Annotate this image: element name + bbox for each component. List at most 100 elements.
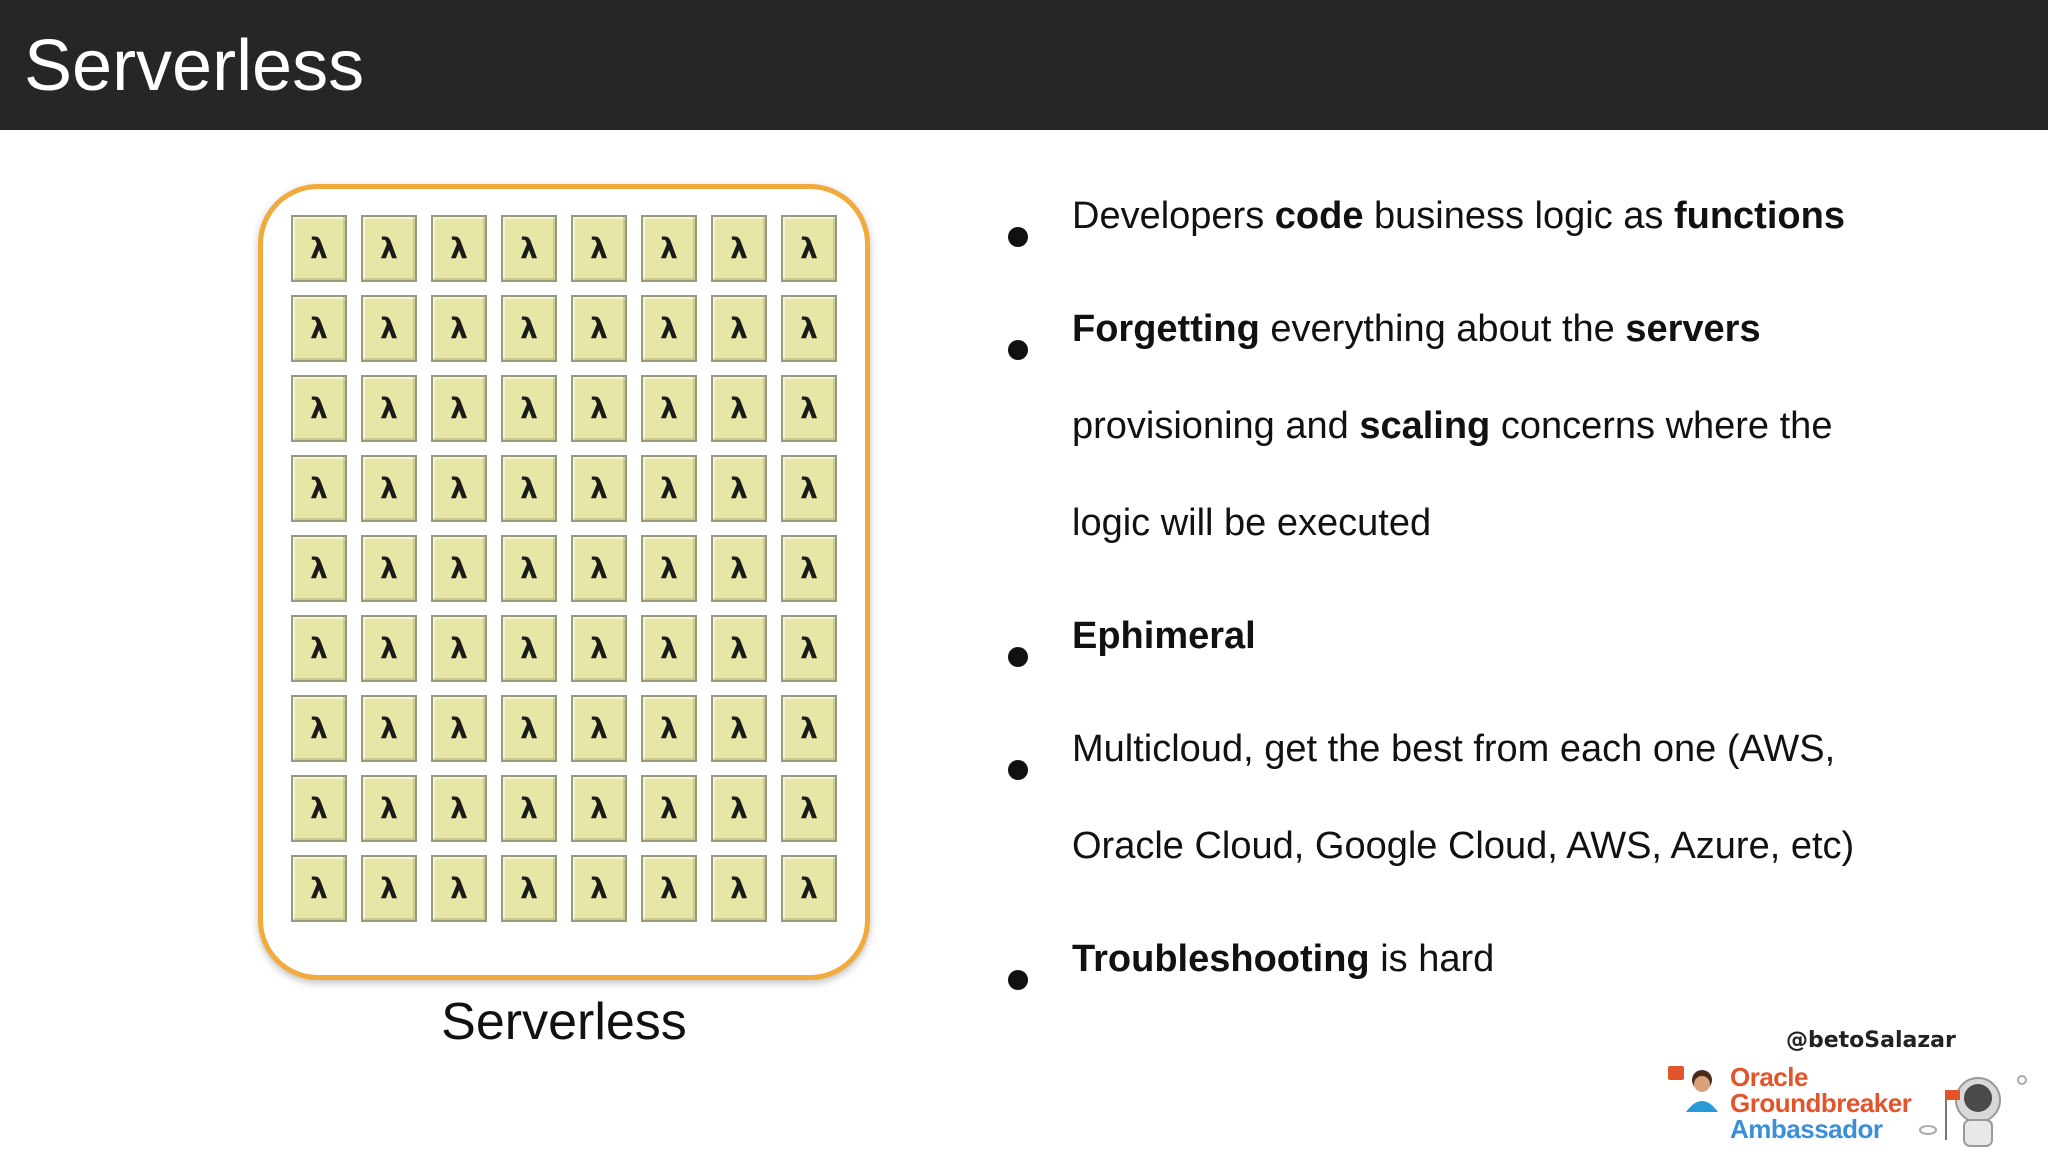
bullet-dot [1008, 759, 1028, 780]
bullet-text-line: provisioning and scaling concerns where … [1072, 378, 1972, 475]
lambda-function-icon: λ [431, 455, 487, 522]
lambda-function-icon: λ [571, 535, 627, 602]
lambda-function-icon: λ [641, 695, 697, 762]
lambda-function-icon: λ [641, 375, 697, 442]
bold-text: Forgetting [1072, 308, 1260, 350]
lambda-function-icon: λ [431, 215, 487, 282]
ambassador-badge-text: Oracle Groundbreaker Ambassador [1730, 1062, 1912, 1144]
lambda-function-icon: λ [361, 295, 417, 362]
lambda-function-icon: λ [781, 695, 837, 762]
lambda-function-icon: λ [781, 775, 837, 842]
lambda-function-icon: λ [431, 535, 487, 602]
text: is hard [1369, 938, 1495, 980]
ambassador-badge [1668, 1066, 2027, 1147]
lambda-function-icon: λ [711, 295, 767, 362]
lambda-function-icon: λ [501, 855, 557, 922]
lambda-function-icon: λ [711, 535, 767, 602]
bold-text: code [1274, 195, 1364, 237]
lambda-function-icon: λ [361, 775, 417, 842]
bullet-text-line: Troubleshooting is hard [1072, 911, 1972, 1008]
lambda-function-icon: λ [431, 615, 487, 682]
lambda-function-icon: λ [431, 295, 487, 362]
text: concerns where the [1490, 405, 1833, 447]
lambda-function-icon: λ [641, 775, 697, 842]
lambda-function-icon: λ [711, 455, 767, 522]
lambda-function-icon: λ [291, 695, 347, 762]
bold-text: servers [1625, 308, 1761, 350]
lambda-function-icon: λ [781, 615, 837, 682]
bullet-dot [1008, 646, 1028, 667]
text: provisioning and [1072, 405, 1360, 447]
lambda-function-icon: λ [291, 775, 347, 842]
text: Multicloud, get the best from each one (… [1072, 728, 1836, 770]
lambda-function-icon: λ [431, 855, 487, 922]
lambda-function-icon: λ [571, 375, 627, 442]
lambda-function-icon: λ [361, 695, 417, 762]
lambda-function-icon: λ [711, 775, 767, 842]
title-bar: Serverless [0, 0, 2048, 130]
lambda-function-icon: λ [361, 855, 417, 922]
lambda-function-icon: λ [431, 695, 487, 762]
lambda-function-icon: λ [501, 455, 557, 522]
lambda-function-icon: λ [781, 295, 837, 362]
lambda-function-icon: λ [781, 535, 837, 602]
lambda-function-icon: λ [361, 535, 417, 602]
lambda-function-icon: λ [291, 295, 347, 362]
badge-line-ambassador: Ambassador [1730, 1114, 1883, 1144]
lambda-function-icon: λ [641, 295, 697, 362]
lambda-function-icon: λ [571, 615, 627, 682]
lambda-function-icon: λ [501, 535, 557, 602]
astronaut-icon [1919, 1075, 2027, 1147]
bullet-text-line: logic will be executed [1072, 475, 1972, 572]
lambda-function-icon: λ [641, 615, 697, 682]
text: logic will be executed [1072, 502, 1432, 544]
lambda-function-icon: λ [571, 295, 627, 362]
bold-text: Ephimeral [1072, 615, 1256, 657]
lambda-function-icon: λ [291, 535, 347, 602]
text: business logic as [1363, 195, 1674, 237]
bullet-dot [1008, 339, 1028, 360]
lambda-function-icon: λ [291, 375, 347, 442]
lambda-function-icon: λ [781, 375, 837, 442]
lambda-function-icon: λ [711, 375, 767, 442]
bullet-text-line: Multicloud, get the best from each one (… [1072, 701, 1972, 798]
lambda-function-icon: λ [501, 295, 557, 362]
lambda-function-icon: λ [571, 215, 627, 282]
badge-line-oracle: Oracle [1730, 1062, 1808, 1092]
lambda-function-icon: λ [571, 455, 627, 522]
lambda-function-icon: λ [641, 215, 697, 282]
lambda-function-icon: λ [781, 215, 837, 282]
lambda-function-icon: λ [361, 215, 417, 282]
lambda-function-icon: λ [781, 455, 837, 522]
lambda-function-icon: λ [291, 615, 347, 682]
lambda-function-icon: λ [361, 615, 417, 682]
diagram-caption: Serverless [441, 993, 687, 1051]
lambda-function-icon: λ [711, 215, 767, 282]
lambda-function-icon: λ [291, 215, 347, 282]
bullet-text-line: Ephimeral [1072, 588, 1972, 685]
bold-text: functions [1673, 195, 1845, 237]
lambda-function-icon: λ [361, 375, 417, 442]
bold-text: Troubleshooting [1072, 938, 1370, 980]
badge-line-groundbreaker: Groundbreaker [1730, 1088, 1912, 1118]
lambda-function-icon: λ [641, 455, 697, 522]
text: Oracle Cloud, Google Cloud, AWS, Azure, … [1072, 825, 1855, 867]
lambda-function-icon: λ [711, 615, 767, 682]
bullet-text-line: Forgetting everything about the servers [1072, 281, 1972, 378]
lambda-function-icon: λ [501, 215, 557, 282]
lambda-function-icon: λ [781, 855, 837, 922]
lambda-function-icon: λ [501, 775, 557, 842]
lambda-function-icon: λ [641, 855, 697, 922]
lambda-function-icon: λ [711, 695, 767, 762]
lambda-function-icon: λ [291, 855, 347, 922]
bullet-dot [1008, 226, 1028, 247]
lambda-function-icon: λ [501, 695, 557, 762]
bullet-text-line: Developers code business logic as functi… [1072, 168, 1972, 265]
lambda-function-icon: λ [571, 855, 627, 922]
ambassador-avatar-icon [1668, 1066, 1718, 1112]
twitter-handle: @betoSalazar [1786, 1028, 1956, 1053]
lambda-function-icon: λ [571, 695, 627, 762]
lambda-function-icon: λ [641, 535, 697, 602]
